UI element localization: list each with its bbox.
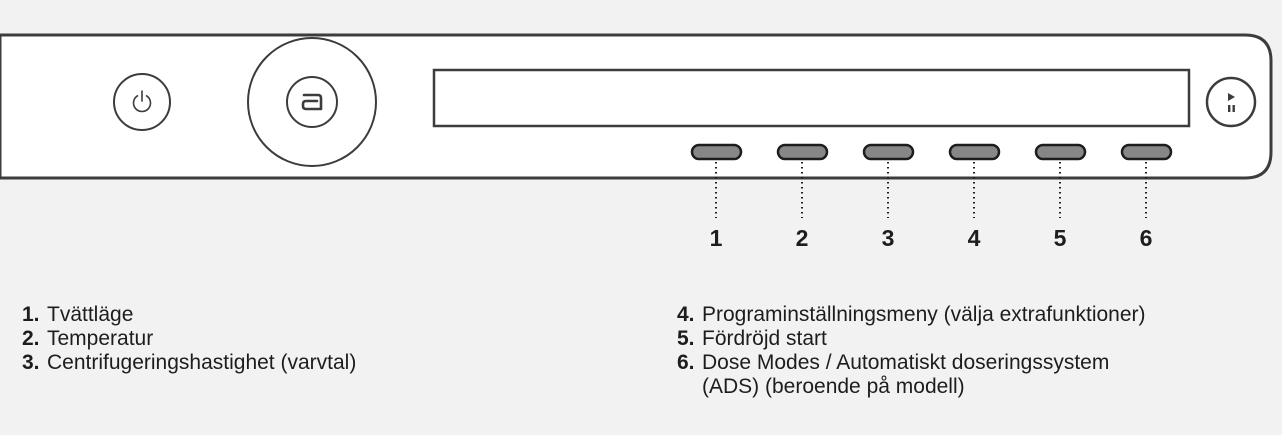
- legend-item-2: 2. Temperatur: [22, 327, 356, 351]
- callout-number-1: 1: [710, 225, 723, 251]
- callout-number-6: 6: [1140, 225, 1153, 251]
- legend-item-3: 3. Centrifugeringshastighet (varvtal): [22, 351, 356, 375]
- legend-number: 6.: [677, 351, 695, 374]
- option-button-1[interactable]: [690, 143, 743, 161]
- legend-number: 5.: [677, 327, 695, 350]
- legend-text: Programinställningsmeny (välja extrafunk…: [702, 303, 1146, 326]
- legend-right: 4. Programinställningsmeny (välja extraf…: [677, 303, 1146, 399]
- legend-text: Temperatur: [47, 327, 154, 350]
- legend-number: 4.: [677, 303, 695, 326]
- callout-number-3: 3: [882, 225, 895, 251]
- callout-number-4: 4: [968, 225, 981, 251]
- option-button-6[interactable]: [1120, 143, 1173, 161]
- brand-a-icon: [301, 93, 323, 111]
- legend-text: Dose Modes / Automatiskt doseringssystem: [702, 351, 1110, 374]
- legend-text-continued: (ADS) (beroende på modell): [702, 375, 965, 398]
- legend-item-5: 5. Fördröjd start: [677, 327, 1146, 351]
- legend-left: 1. Tvättläge 2. Temperatur 3. Centrifuge…: [22, 303, 356, 375]
- legend-text: Fördröjd start: [702, 327, 827, 350]
- program-selector-dial[interactable]: [247, 37, 377, 167]
- option-button-2[interactable]: [776, 143, 829, 161]
- legend-number: 3.: [22, 351, 40, 374]
- legend-item-4: 4. Programinställningsmeny (välja extraf…: [677, 303, 1146, 327]
- legend-text: Tvättläge: [47, 303, 134, 326]
- legend-item-6: 6. Dose Modes / Automatiskt doseringssys…: [677, 351, 1146, 399]
- power-icon: [132, 90, 152, 113]
- legend-item-1: 1. Tvättläge: [22, 303, 356, 327]
- play-pause-icon: [1228, 93, 1235, 112]
- display-window: [432, 68, 1191, 128]
- option-button-5[interactable]: [1034, 143, 1087, 161]
- legend-number: 2.: [22, 327, 40, 350]
- legend-number: 1.: [22, 303, 40, 326]
- legend-text: Centrifugeringshastighet (varvtal): [47, 351, 357, 374]
- power-button[interactable]: [113, 73, 171, 131]
- option-button-3[interactable]: [862, 143, 915, 161]
- start-pause-button[interactable]: [1205, 76, 1257, 128]
- callout-number-5: 5: [1054, 225, 1067, 251]
- option-button-4[interactable]: [948, 143, 1001, 161]
- callout-number-2: 2: [796, 225, 809, 251]
